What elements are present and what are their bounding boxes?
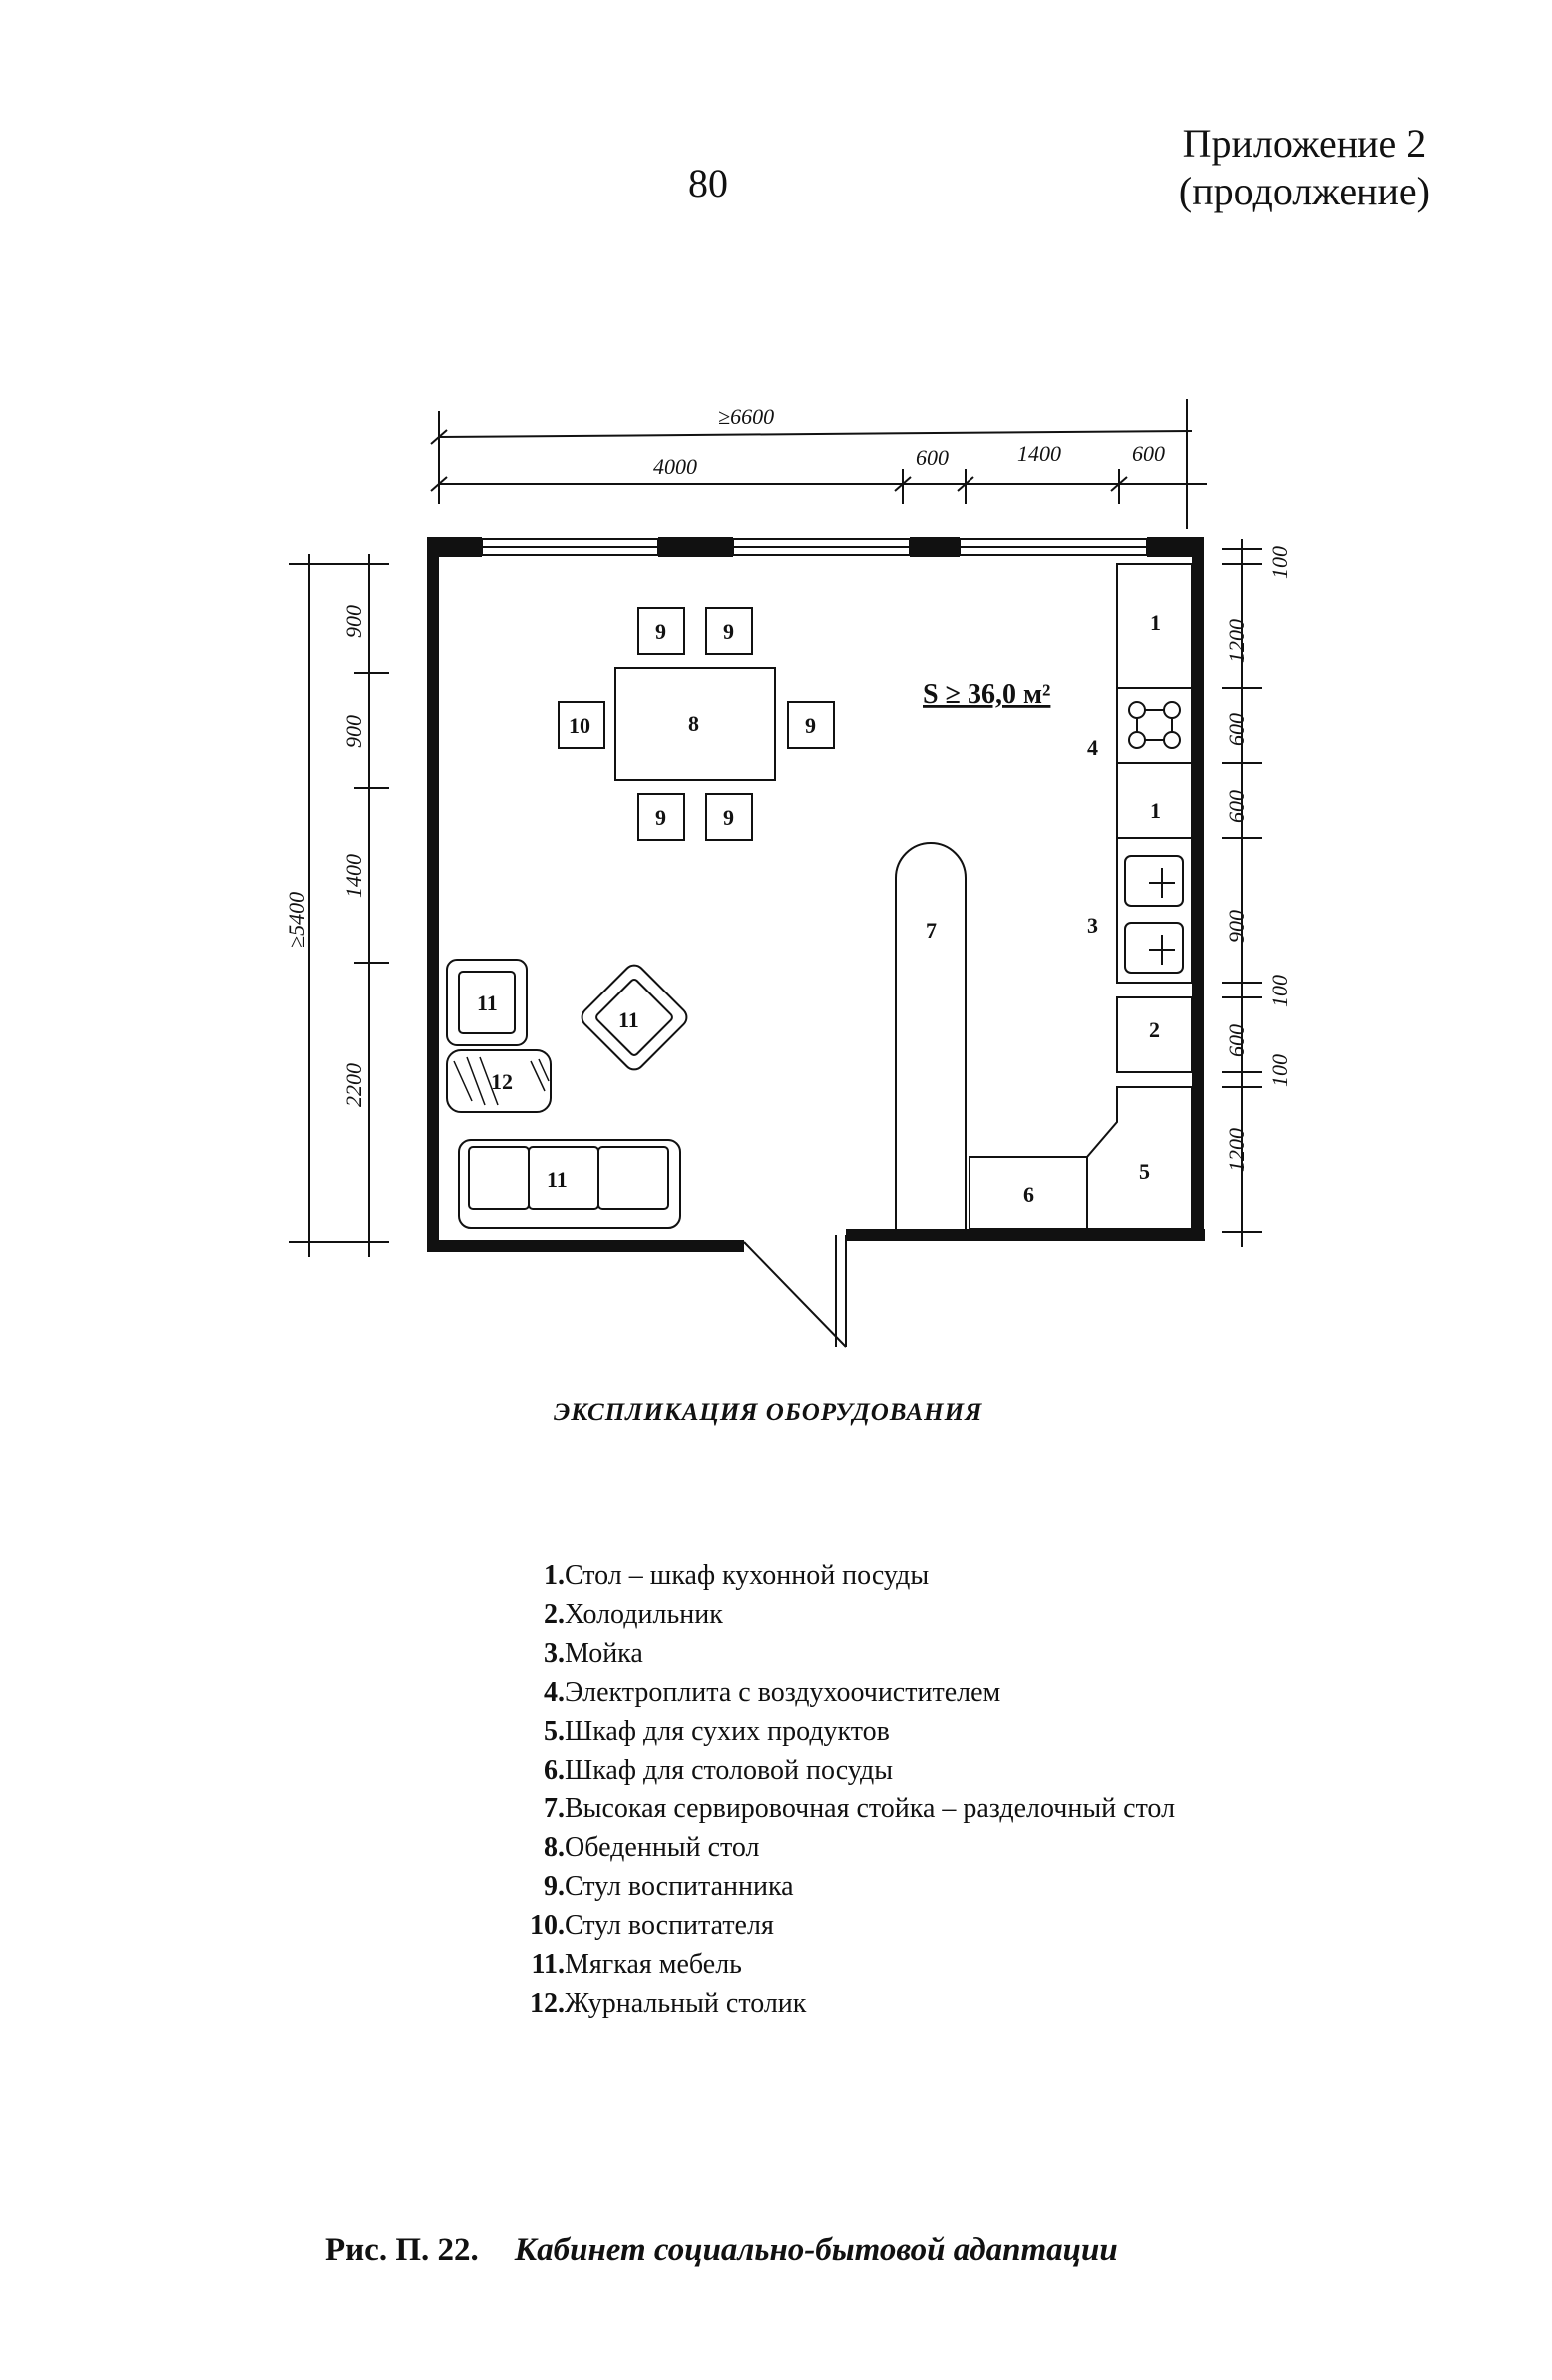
list-item: 10.Стул воспитателя xyxy=(530,1910,774,1941)
item-2-fridge xyxy=(1116,996,1193,1073)
appendix-line-1: Приложение 2 xyxy=(1182,121,1427,166)
item-3-sink xyxy=(1116,837,1193,984)
dim-left-1: 900 xyxy=(341,605,366,638)
area-label: S ≥ 36,0 м² xyxy=(923,679,1050,710)
list-item: 2.Холодильник xyxy=(544,1599,723,1630)
chair-9-bottom-right xyxy=(705,793,753,841)
dim-line-top-overall xyxy=(438,430,1193,438)
dim-top-3: 1400 xyxy=(1017,441,1061,466)
floor-plan: ≥6600 4000 600 1400 600 ≥5400 900 900 14… xyxy=(284,399,1292,1348)
label-chair-1: 9 xyxy=(655,619,666,644)
figure-title: Кабинет социально-бытовой адаптации xyxy=(514,2232,1118,2268)
figure-caption: Рис. П. 22. Кабинет социально-бытовой ада… xyxy=(325,2232,1118,2269)
dim-right-5: 900 xyxy=(1224,910,1249,943)
label-chair-teacher: 10 xyxy=(569,713,590,738)
wall-bottom-right xyxy=(846,1229,1205,1241)
chair-10-teacher xyxy=(558,701,605,749)
chair-9-top-right xyxy=(705,607,753,655)
chair-9-bottom-left xyxy=(637,793,685,841)
item-11-sofa xyxy=(458,1139,681,1229)
label-armchair-rotated: 11 xyxy=(618,1007,639,1032)
label-worktop-top: 1 xyxy=(1150,610,1161,635)
list-item: 6.Шкаф для столовой посуды xyxy=(544,1755,894,1785)
label-coffee-table: 12 xyxy=(491,1069,513,1094)
dim-right-7: 600 xyxy=(1224,1024,1249,1057)
list-item: 3.Мойка xyxy=(544,1638,643,1669)
dim-right-8: 100 xyxy=(1267,1054,1292,1087)
door-leaf xyxy=(743,1241,847,1348)
list-item: 11.Мягкая мебель xyxy=(531,1949,742,1980)
page-number: 80 xyxy=(688,161,728,205)
label-chair-2: 9 xyxy=(723,619,734,644)
item-4-stove xyxy=(1116,687,1193,764)
label-sofa: 11 xyxy=(547,1167,568,1192)
dim-right-1: 100 xyxy=(1267,546,1292,579)
dim-right-9: 1200 xyxy=(1224,1128,1249,1172)
list-item: 5.Шкаф для сухих продуктов xyxy=(544,1716,890,1747)
label-worktop-mid: 1 xyxy=(1150,798,1161,823)
dim-top-overall: ≥6600 xyxy=(718,404,774,429)
legend-list: 1.Стол – шкаф кухонной посуды 2.Холодиль… xyxy=(439,1556,1175,2023)
appendix-note: Приложение 2 (продолжение) xyxy=(1179,120,1430,215)
wall-bottom-left xyxy=(427,1240,744,1252)
label-sink: 3 xyxy=(1087,913,1098,938)
dim-right-4: 600 xyxy=(1224,790,1249,823)
wall-pier-3 xyxy=(910,537,960,557)
label-pantry: 5 xyxy=(1139,1159,1150,1184)
dim-top-2: 600 xyxy=(916,445,949,470)
legend-title: ЭКСПЛИКАЦИЯ ОБОРУДОВАНИЯ xyxy=(554,1399,983,1426)
list-item: 12.Журнальный столик xyxy=(530,1988,807,2019)
label-stove: 4 xyxy=(1087,735,1098,760)
wall-pier-4 xyxy=(1147,537,1204,557)
item-12-coffee-table xyxy=(446,1049,552,1113)
label-serving-counter: 7 xyxy=(926,918,937,943)
dim-left-overall: ≥5400 xyxy=(284,892,309,948)
item-5-pantry xyxy=(1086,1086,1193,1230)
item-11-armchair-rotated xyxy=(581,964,688,1071)
list-item: 7.Высокая сервировочная стойка – раздело… xyxy=(544,1793,1176,1824)
dim-right-3: 600 xyxy=(1224,713,1249,746)
dim-top-4: 600 xyxy=(1132,441,1165,466)
wall-pier-1 xyxy=(427,537,482,557)
label-dining-table: 8 xyxy=(688,711,699,736)
item-7-serving-counter xyxy=(895,842,967,1229)
item-6-dish-cabinet xyxy=(969,1156,1088,1230)
list-item: 9.Стул воспитанника xyxy=(544,1871,794,1902)
label-chair-3: 9 xyxy=(655,805,666,830)
label-dish-cabinet: 6 xyxy=(1023,1182,1034,1207)
dim-right-6: 100 xyxy=(1267,975,1292,1007)
label-chair-4: 9 xyxy=(723,805,734,830)
label-chair-5: 9 xyxy=(805,713,816,738)
dim-right-2: 1200 xyxy=(1224,619,1249,663)
item-8-dining-table xyxy=(614,667,776,781)
wall-left xyxy=(427,537,439,1252)
label-armchair-left: 11 xyxy=(477,991,498,1015)
dim-top-1: 4000 xyxy=(653,454,697,479)
appendix-line-2: (продолжение) xyxy=(1178,169,1430,213)
dim-left-3: 1400 xyxy=(341,854,366,898)
list-item: 1.Стол – шкаф кухонной посуды xyxy=(544,1560,930,1591)
wall-right xyxy=(1192,537,1204,1241)
wall-pier-2 xyxy=(658,537,733,557)
dim-left-2: 900 xyxy=(341,715,366,748)
label-fridge: 2 xyxy=(1149,1017,1160,1042)
item-11-armchair-left xyxy=(446,959,528,1046)
list-item: 4.Электроплита с воздухоочистителем xyxy=(544,1677,1001,1708)
dim-left-4: 2200 xyxy=(341,1063,366,1107)
figure-number: Рис. П. 22. xyxy=(325,2232,479,2268)
chair-9-top-left xyxy=(637,607,685,655)
list-item: 8.Обеденный стол xyxy=(544,1832,760,1863)
chair-9-right xyxy=(787,701,835,749)
